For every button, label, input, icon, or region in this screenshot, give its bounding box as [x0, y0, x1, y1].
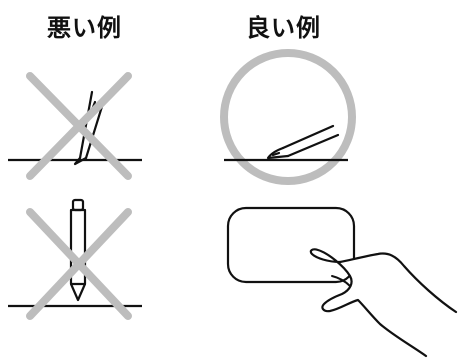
hand-icon — [309, 248, 458, 358]
bad-example-tilted-pen — [8, 72, 142, 180]
circle-mark-icon — [220, 49, 356, 185]
hand-icon-knuckle — [331, 275, 351, 287]
vertical-pen-icon — [69, 198, 87, 302]
cross-mark-icon — [26, 72, 132, 180]
good-example-label: 良い例 — [246, 14, 321, 42]
good-example-finger-touch — [226, 206, 458, 358]
bad-example-label: 悪い例 — [47, 14, 122, 42]
touch-area — [226, 206, 356, 284]
flat-pen-icon — [266, 124, 340, 160]
good-example-pen-laid-flat — [220, 49, 356, 185]
bad-example-vertical-pen — [8, 198, 142, 320]
cross-mark-icon — [26, 208, 132, 320]
